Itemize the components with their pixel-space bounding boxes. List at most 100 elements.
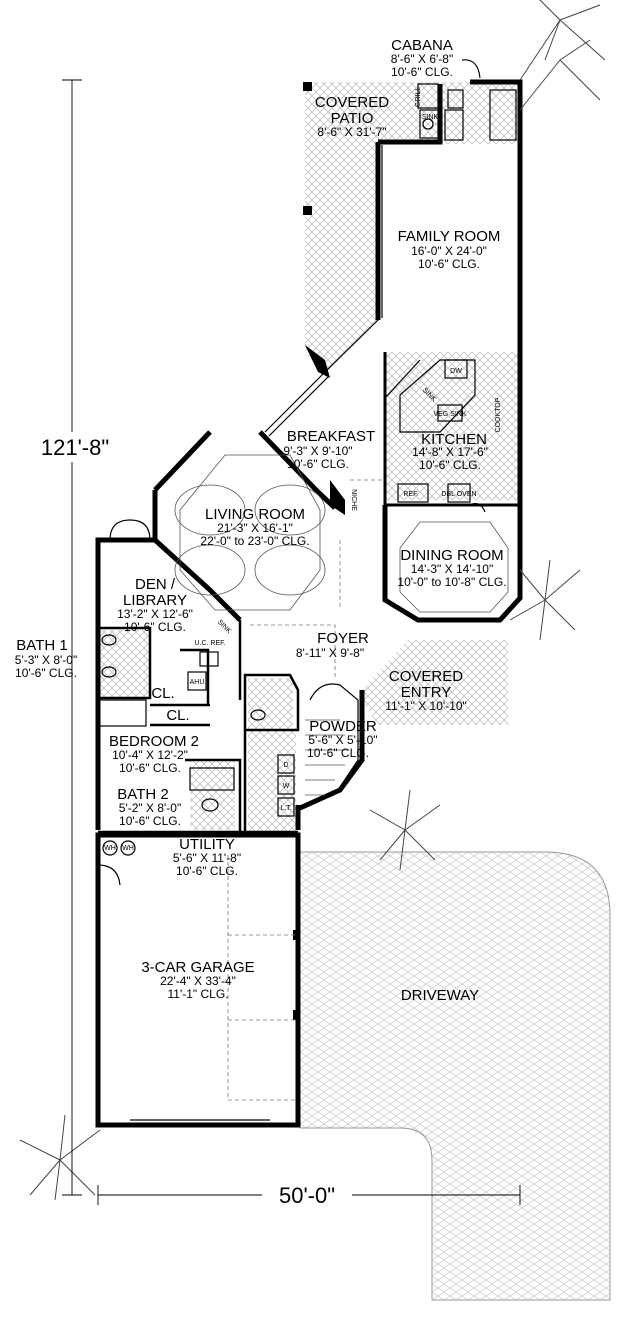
bath1-ceiling: 10'-6" CLG. [15, 666, 77, 680]
utility-floor [248, 728, 296, 832]
foyer-name: FOYER [317, 630, 369, 647]
den-name-2: LIBRARY [123, 592, 187, 609]
water-heater-label-1: WH [104, 845, 116, 852]
covered-patio-area [305, 82, 470, 375]
uc-ref-label: U.C. REF. [194, 640, 225, 647]
family-room-name: FAMILY ROOM [398, 228, 501, 245]
covered-entry-label: COVERED ENTRY 11'-1" X 10'-10" [385, 668, 467, 713]
cabana-area [440, 84, 520, 144]
palm-tree-right [509, 559, 581, 641]
bath2-dims: 5'-2" X 8'-0" [119, 801, 181, 815]
powder-label: POWDER 5'-6" X 5'-10" 10'-6" CLG. [307, 718, 378, 760]
overall-width-dimension: 50'-0" [279, 1183, 335, 1208]
bedroom2-ceiling: 10'-6" CLG. [119, 761, 181, 775]
grill-label: GRILL [415, 87, 422, 107]
covered-entry-floor [362, 640, 508, 725]
driveway-name: DRIVEWAY [401, 987, 479, 1004]
cabana-sink-label: SINK [422, 114, 439, 121]
kitchen-dims: 14'-8" X 17'-6" [412, 445, 488, 459]
utility-ceiling: 10'-6" CLG. [176, 864, 238, 878]
palm-tree-bottom-left [19, 1114, 101, 1201]
kitchen-ceiling: 10'-6" CLG. [419, 458, 481, 472]
ahu-label: AHU [190, 679, 205, 686]
overall-depth-dimension: 121'-8" [41, 435, 109, 460]
living-room-dims: 21'-3" X 16'-1" [217, 521, 293, 535]
garage-label: 3-CAR GARAGE 22'-4" X 33'-4" 11'-1" CLG. [141, 959, 254, 1001]
family-room-ceiling: 10'-6" CLG. [418, 257, 480, 271]
breakfast-dims: 9'-3" X 9'-10" [283, 444, 352, 458]
den-name-1: DEN / [135, 576, 176, 593]
living-room-label: LIVING ROOM 21'-3" X 16'-1" 22'-0" to 23… [200, 506, 309, 548]
dbl-oven-label: DBL OVEN [441, 491, 476, 498]
family-room-label: FAMILY ROOM 16'-0" X 24'-0" 10'-6" CLG. [398, 228, 501, 271]
covered-patio-name-1: COVERED [315, 94, 389, 111]
kitchen-label: KITCHEN 14'-8" X 17'-6" 10'-6" CLG. [412, 431, 488, 472]
den-sink-label: SINK [216, 619, 233, 636]
closet-label-1: CL. [151, 685, 174, 702]
interior-walls [98, 82, 520, 1020]
water-heater-label-2: WH [122, 845, 134, 852]
garage-name: 3-CAR GARAGE [141, 959, 254, 976]
closet-label-2: CL. [166, 707, 189, 724]
utility-dims: 5'-6" X 11'-8" [173, 851, 241, 865]
garage-dims: 22'-4" X 33'-4" [160, 974, 236, 988]
covered-patio-label: COVERED PATIO 8'-6" X 31'-7" [315, 94, 389, 139]
bath2-label: BATH 2 5'-2" X 8'-0" 10'-6" CLG. [117, 786, 181, 828]
covered-entry-name-1: COVERED [389, 668, 463, 685]
cabana-dims: 8'-6" X 6'-8" [391, 52, 453, 66]
bath1-floor [98, 630, 150, 698]
covered-patio-dims: 8'-6" X 31'-7" [317, 125, 386, 139]
garage-ceiling: 11'-1" CLG. [167, 987, 228, 1001]
breakfast-ceiling: 10'-6" CLG. [287, 457, 349, 471]
kitchen-floor [385, 352, 518, 500]
utility-name: UTILITY [179, 836, 235, 853]
breakfast-label: BREAKFAST 9'-3" X 9'-10" 10'-6" CLG. [283, 428, 375, 471]
bedroom2-dims: 10'-4" X 12'-2" [112, 748, 188, 762]
dw-label: DW [450, 368, 462, 375]
cooktop-label: COOKTOP [495, 397, 502, 432]
dining-room-ceiling: 10'-0" to 10'-8" CLG. [397, 575, 506, 589]
bath1-dims: 5'-3" X 8'-0" [15, 653, 77, 667]
kitchen-name: KITCHEN [421, 431, 487, 448]
palm-tree-entry [369, 789, 441, 871]
driveway-area [299, 851, 611, 1301]
palm-tree-top-right [519, 0, 606, 111]
veg-sink-label: VEG SINK [433, 411, 466, 418]
cabana-ceiling: 10'-6" CLG. [391, 65, 453, 79]
exterior-walls [95, 79, 523, 1128]
bath1-label: BATH 1 5'-3" X 8'-0" 10'-6" CLG. [15, 637, 77, 680]
living-room-name: LIVING ROOM [205, 506, 305, 523]
washer-label: W [283, 783, 290, 790]
powder-floor [248, 678, 293, 728]
bedroom2-name: BEDROOM 2 [109, 733, 199, 750]
dimension-lines [20, 79, 521, 1210]
powder-name: POWDER [309, 718, 377, 735]
family-room-dims: 16'-0" X 24'-0" [411, 244, 487, 258]
cabana-name: CABANA [391, 37, 453, 54]
bath1-name: BATH 1 [16, 637, 67, 654]
foyer-label: FOYER 8'-11" X 9'-8" [296, 630, 369, 660]
fixture-labels: GRILL SINK DW SINK VEG SINK COOKTOP REF.… [104, 87, 502, 852]
utility-label: UTILITY 5'-6" X 11'-8" 10'-6" CLG. [173, 836, 241, 878]
bath2-ceiling: 10'-6" CLG. [119, 814, 181, 828]
foyer-dims: 8'-11" X 9'-8" [296, 646, 364, 660]
bath2-floor [190, 760, 235, 830]
living-room-ceiling: 22'-0" to 23'-0" CLG. [200, 534, 309, 548]
covered-entry-dims: 11'-1" X 10'-10" [385, 699, 467, 713]
dining-room-dims: 14'-3" X 14'-10" [411, 562, 493, 576]
dryer-label: D [283, 762, 288, 769]
covered-patio-name-2: PATIO [331, 110, 374, 127]
ref-label: REF. [403, 491, 418, 498]
dining-room-label: DINING ROOM 14'-3" X 14'-10" 10'-0" to 1… [397, 547, 506, 589]
laundry-tub-label: L.T. [280, 805, 291, 812]
powder-ceiling: 10'-6" CLG. [307, 746, 369, 760]
den-ceiling: 10'-6" CLG. [124, 620, 186, 634]
dining-room-name: DINING ROOM [400, 547, 503, 564]
den-dims: 13'-2" X 12'-6" [117, 607, 193, 621]
niche-label: NICHE [350, 489, 357, 511]
bedroom2-label: BEDROOM 2 10'-4" X 12'-2" 10'-6" CLG. [109, 733, 199, 775]
den-label: DEN / LIBRARY 13'-2" X 12'-6" 10'-6" CLG… [117, 576, 193, 634]
cabana-label: CABANA 8'-6" X 6'-8" 10'-6" CLG. [391, 37, 453, 79]
bath2-name: BATH 2 [117, 786, 168, 803]
